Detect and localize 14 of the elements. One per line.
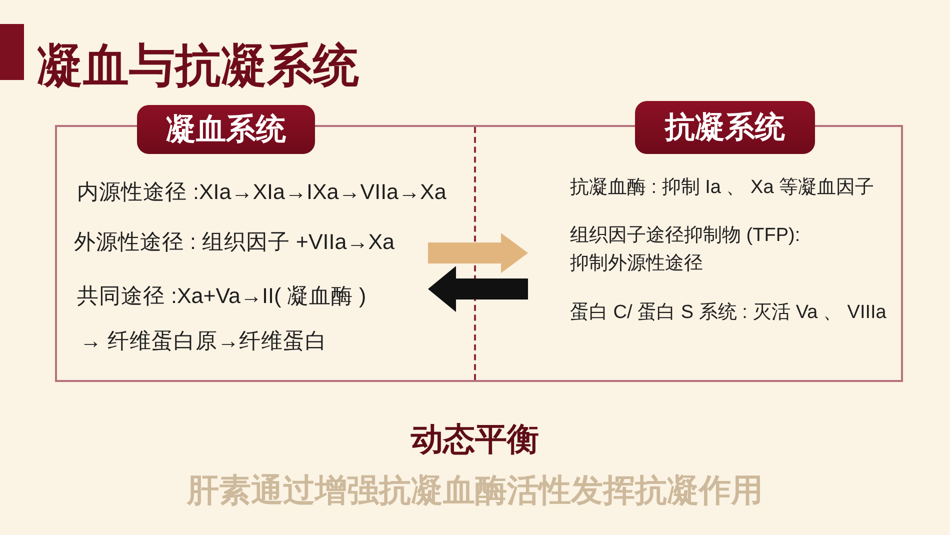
heading-tab: 抗凝系统 [635, 101, 815, 154]
balance-caption: 动态平衡 [411, 421, 539, 457]
heading-tab: 凝血系统 [137, 105, 315, 154]
pathway-text: 内源性途径 :XIa→XIa→IXa→VIIa→Xa [77, 180, 446, 204]
pathway-text: 共同途径 :Xa+Va→II( 凝血酶 ) [77, 284, 366, 308]
pathway-text: 外源性途径 : 组织因子 +VIIa→Xa [74, 230, 394, 254]
slide-title: 凝血与抗凝系统 [37, 39, 359, 91]
faded-note: 肝素通过增强抗凝血酶活性发挥抗凝作用 [187, 472, 763, 508]
block-arrow [428, 233, 528, 273]
pathway-text: → 纤维蛋白原→纤维蛋白 [80, 329, 327, 353]
pathway-text: 组织因子途径抑制物 (TFP): [570, 224, 800, 248]
pathway-text: 抗凝血酶 : 抑制 Ia 、 Xa 等凝血因子 [570, 176, 874, 200]
pathway-text: 抑制外源性途径 [570, 252, 703, 276]
pathway-text: 蛋白 C/ 蛋白 S 系统 : 灭活 Va 、 VIIIa [570, 301, 886, 325]
